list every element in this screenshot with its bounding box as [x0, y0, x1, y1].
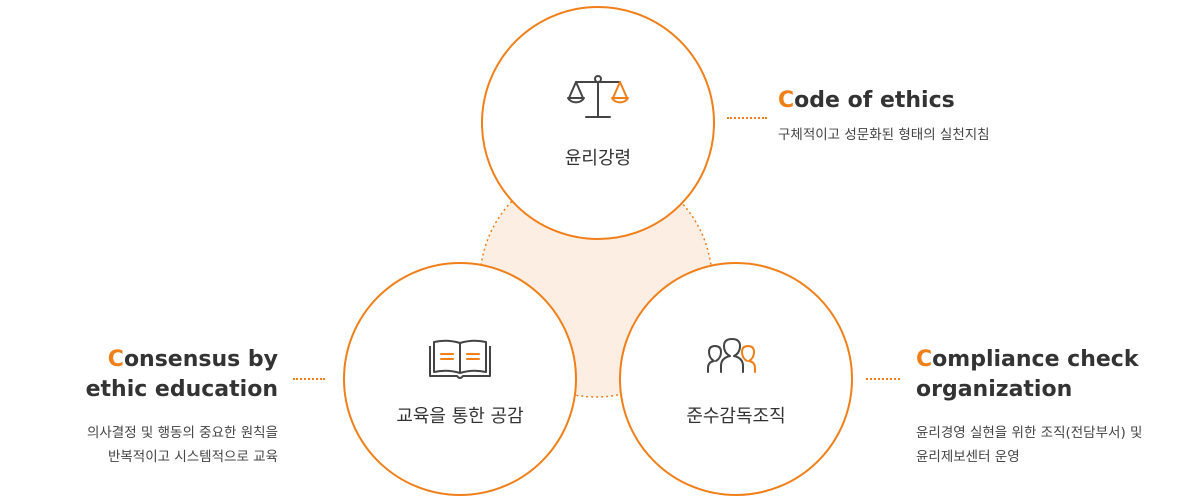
ethics-code-circle: 윤리강령: [481, 6, 715, 240]
open-book-icon: [429, 339, 491, 379]
compliance-label: 준수감독조직: [686, 406, 786, 427]
ethics-code-label: 윤리강령: [564, 148, 632, 169]
left-connector: [293, 378, 325, 380]
education-title: Consensus by ethic education: [85, 347, 278, 402]
compliance-circle: 준수감독조직: [619, 262, 853, 496]
education-label: 교육을 통한 공감: [396, 406, 524, 427]
right-connector: [866, 378, 900, 380]
ethics-code-title: Code of ethics: [778, 88, 955, 113]
people-group-icon: [707, 338, 756, 373]
compliance-title: Compliance check organization: [916, 347, 1139, 402]
compliance-description: 윤리경영 실현을 위한 조직(전담부서) 및 윤리제보센터 운영: [916, 425, 1143, 465]
top-connector: [727, 117, 767, 119]
education-circle: 교육을 통한 공감: [343, 262, 577, 496]
ethics-code-description: 구체적이고 성문화된 형태의 실천지침: [778, 127, 990, 143]
education-description: 의사결정 및 행동의 중요한 원칙을 반복적이고 시스템적으로 교육: [86, 425, 278, 465]
scales-icon: [567, 75, 629, 118]
